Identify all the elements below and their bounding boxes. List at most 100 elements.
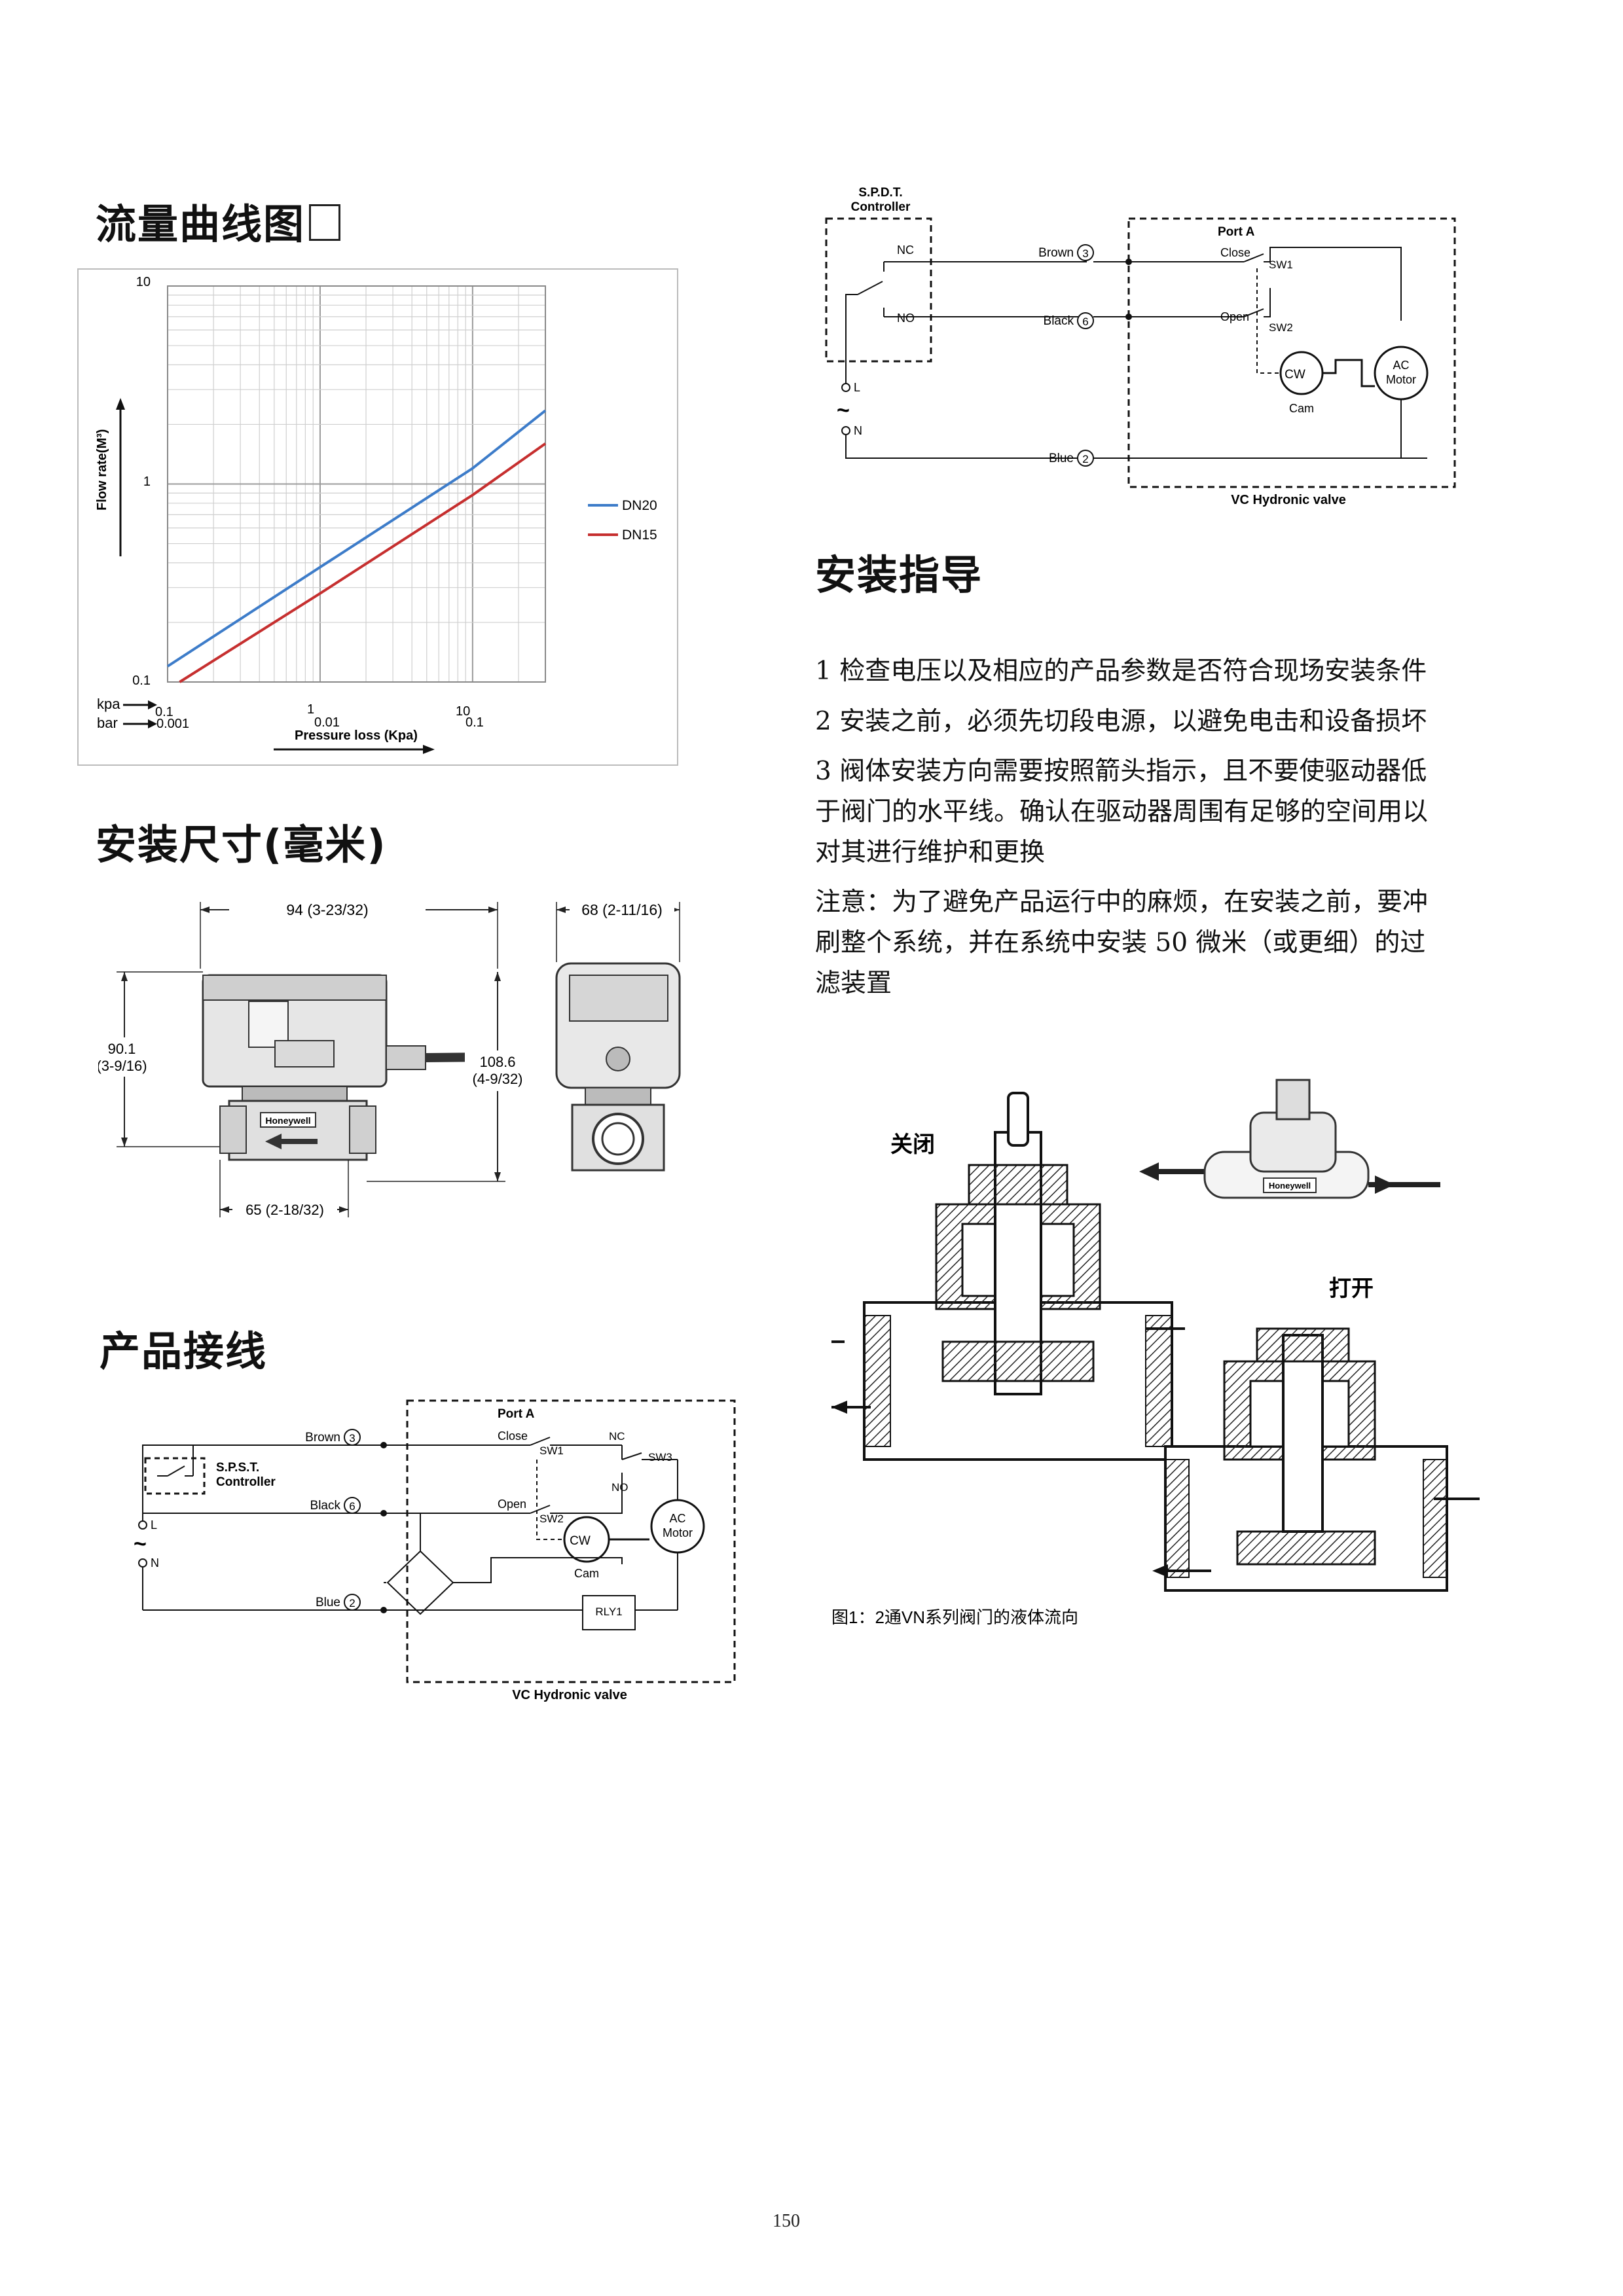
- close-label: Close: [1220, 246, 1250, 259]
- y-tick-1: 1: [143, 475, 151, 489]
- legend-dn15: DN15: [622, 528, 657, 543]
- valve-3d-view: Honeywell: [1139, 1079, 1440, 1199]
- close-label: Close: [498, 1429, 528, 1443]
- install-step-1: 1 检查电压以及相应的产品参数是否符合现场安装条件: [815, 656, 1427, 686]
- series-line-dn20: [166, 409, 547, 668]
- port-a-label: Port A: [498, 1407, 535, 1421]
- relay-label: RLY1: [595, 1605, 622, 1618]
- cam-label: Cam: [1289, 402, 1314, 415]
- ac-label: AC: [1393, 359, 1409, 372]
- motor-label: Motor: [663, 1526, 693, 1539]
- controller-label-1: S.P.S.T.: [216, 1461, 259, 1475]
- install-step-2: 2 安装之前，必须先切段电源，以避免电击和设备损坏: [815, 707, 1427, 736]
- ac-tilde: ~: [837, 398, 850, 423]
- series-line-dn15: [179, 442, 547, 683]
- x-tick-kpa-0.1: 0.1: [155, 705, 173, 719]
- wire-blue-number: 2: [349, 1597, 355, 1609]
- sw2-label: SW2: [1269, 321, 1293, 334]
- legend-dn20: DN20: [622, 498, 657, 513]
- wire-brown-label: Brown: [305, 1431, 340, 1444]
- flow-chart: 10 1 0.1 Flow rate(M³) kpa bar 0.1 1 10 …: [77, 268, 678, 766]
- no-label: NO: [897, 312, 915, 325]
- wire-blue-number: 2: [1082, 453, 1088, 465]
- controller-label-2: Controller: [216, 1475, 276, 1489]
- nc-label: NC: [609, 1430, 625, 1443]
- dimension-drawing: 94 (3-23/32) 90.1 (3-9/16) Honeywell 108…: [98, 899, 681, 1219]
- sw3-label: SW3: [648, 1451, 672, 1463]
- line-n-label: N: [854, 424, 862, 437]
- cable-gland: [386, 1045, 426, 1070]
- cam-label: Cam: [574, 1567, 599, 1580]
- brand-label-front: Honeywell: [265, 1115, 310, 1126]
- nc-label: NC: [897, 243, 914, 257]
- no-label: NO: [611, 1481, 629, 1494]
- open-valve-section: [1152, 1327, 1480, 1592]
- sw1-label: SW1: [1269, 259, 1293, 271]
- line-l-label: L: [151, 1518, 157, 1532]
- dim-side-width: 68 (2-11/16): [581, 901, 663, 918]
- y-tick-10: 10: [136, 275, 151, 289]
- bar-label: bar: [97, 715, 118, 731]
- wire-brown-number: 3: [349, 1432, 355, 1444]
- controller-label-1: S.P.D.T.: [858, 186, 902, 200]
- ac-motor: [650, 1499, 705, 1554]
- figure-caption: 图1：2通VN系列阀门的液体流向: [831, 1607, 1078, 1627]
- sw1-label: SW1: [539, 1444, 564, 1457]
- line-n-label: N: [151, 1556, 159, 1570]
- dim-height-left-in: (3-9/16): [98, 1058, 147, 1074]
- wire-black-label: Black: [1044, 314, 1074, 328]
- open-label: Open: [498, 1498, 526, 1511]
- x-tick-bar-0.01: 0.01: [314, 715, 340, 730]
- dim-height-right-in: (4-9/32): [472, 1071, 522, 1087]
- dimensions-title: 安装尺寸(毫米): [96, 821, 387, 869]
- missing-glyph-box: [309, 204, 341, 241]
- kpa-label: kpa: [97, 696, 120, 712]
- sw2-label: SW2: [539, 1513, 564, 1525]
- wire-black-number: 6: [1082, 315, 1088, 328]
- controller-label-2: Controller: [851, 200, 911, 214]
- x-tick-bar-0.1: 0.1: [465, 715, 484, 730]
- wire-black-label: Black: [310, 1499, 341, 1513]
- ac-label: AC: [669, 1512, 685, 1525]
- wire-brown-number: 3: [1082, 247, 1088, 260]
- open-label: 打开: [1329, 1276, 1374, 1301]
- valve-flow-figure: 关闭 打开 Honeywell: [831, 1079, 1480, 1627]
- wire-brown-label: Brown: [1038, 246, 1074, 260]
- install-step-3: 3 阀体安装方向需要按照箭头指示，且不要使驱动器低 于阀门的水平线。确认在驱动器…: [815, 757, 1429, 867]
- ac-tilde: ~: [134, 1532, 147, 1556]
- x-tick-bar-0.001: 0.001: [156, 717, 189, 731]
- line-l-label: L: [854, 381, 860, 394]
- open-label: Open: [1220, 310, 1249, 323]
- wiring-diagram-spst: VC Hydronic valve Port A S.P.S.T. Contro…: [134, 1399, 736, 1702]
- cw-label: CW: [570, 1534, 591, 1548]
- plot-area: [167, 285, 546, 683]
- x-tick-kpa-1: 1: [307, 702, 314, 717]
- page-number: 150: [773, 2211, 800, 2231]
- dim-width-top: 94 (3-23/32): [286, 901, 368, 918]
- valve-body: [228, 1100, 368, 1161]
- wire-blue-label: Blue: [1049, 452, 1074, 465]
- closed-valve-section: [831, 1092, 1185, 1461]
- dim-width-bottom: 65 (2-18/32): [246, 1202, 324, 1218]
- wire-black-number: 6: [349, 1500, 355, 1513]
- valve-label: VC Hydronic valve: [1231, 493, 1346, 507]
- y-axis-label: Flow rate(M³): [95, 429, 109, 511]
- brand-label-valve: Honeywell: [1269, 1181, 1311, 1191]
- dim-height-left-mm: 90.1: [108, 1041, 136, 1057]
- wiring-title: 产品接线: [100, 1327, 268, 1375]
- dim-height-right-mm: 108.6: [479, 1054, 515, 1070]
- valve-label: VC Hydronic valve: [512, 1688, 627, 1702]
- chart-grid: [167, 285, 546, 683]
- wiring-diagram-spdt: S.P.D.T. Controller VC Hydronic valve Po…: [825, 186, 1456, 507]
- x-axis-label: Pressure loss (Kpa): [295, 728, 418, 743]
- y-tick-0.1: 0.1: [132, 673, 151, 688]
- install-note: 注意：为了避免产品运行中的麻烦，在安装之前，要冲 刷整个系统，并在系统中安装 5…: [815, 888, 1429, 998]
- motor-label: Motor: [1386, 373, 1416, 386]
- install-guide-title: 安装指导: [815, 551, 983, 599]
- port-a-label: Port A: [1218, 225, 1255, 239]
- chart-series: [166, 409, 547, 683]
- x-tick-kpa-10: 10: [456, 704, 470, 719]
- flow-curve-title: 流量曲线图: [96, 191, 341, 250]
- wire-blue-label: Blue: [316, 1596, 340, 1609]
- cw-label: CW: [1285, 368, 1305, 382]
